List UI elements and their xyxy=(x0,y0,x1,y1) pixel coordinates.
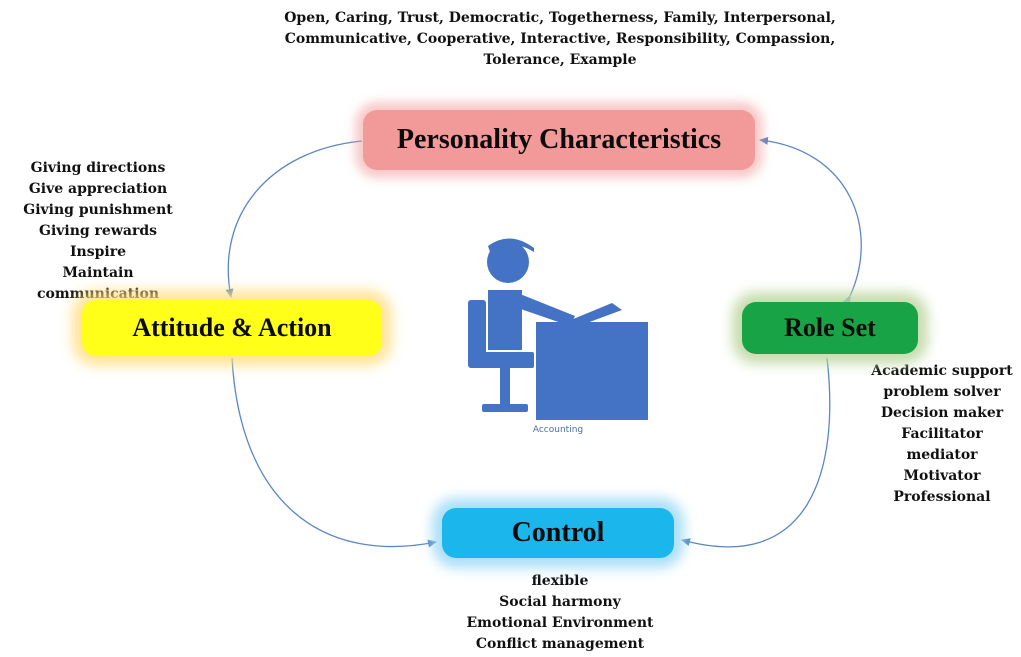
list-item: mediator xyxy=(906,447,978,463)
attribute-line: Tolerance, Example xyxy=(483,52,637,68)
arrow-personality-to-attitude xyxy=(225,140,363,298)
list-item: Maintain communication xyxy=(36,265,160,302)
list-item: Giving directions xyxy=(30,160,166,176)
role-set-node: Role Set xyxy=(742,302,918,354)
list-item: Give appreciation xyxy=(28,181,168,197)
list-item: problem solver xyxy=(883,384,1001,400)
control-node: Control xyxy=(442,508,674,558)
icon-caption: Accounting xyxy=(532,425,584,435)
list-item: Motivator xyxy=(903,468,981,484)
attribute-line: Open, Caring, Trust, Democratic, Togethe… xyxy=(284,10,836,26)
list-item: Giving rewards xyxy=(38,223,158,239)
accounting-person-at-desk-icon xyxy=(468,238,648,420)
list-item: Social harmony xyxy=(499,594,621,610)
control-items-list: flexible Social harmony Emotional Enviro… xyxy=(430,571,690,655)
role-items-list: Academic support problem solver Decision… xyxy=(864,361,1020,508)
list-item: Giving punishment xyxy=(23,202,173,218)
list-item: Facilitator xyxy=(901,426,983,442)
list-item: Academic support xyxy=(871,363,1013,379)
attribute-line: Communicative, Cooperative, Interactive,… xyxy=(284,31,836,47)
list-item: Decision maker xyxy=(880,405,1004,421)
arrow-attitude-to-control xyxy=(231,357,437,548)
personality-attributes-text: Open, Caring, Trust, Democratic, Togethe… xyxy=(230,8,890,71)
list-item: Inspire xyxy=(70,244,126,260)
list-item: flexible xyxy=(531,573,589,589)
attitude-action-node: Attitude & Action xyxy=(82,300,382,356)
arrow-personality-role xyxy=(759,136,862,305)
attitude-items-list: Giving directions Give appreciation Givi… xyxy=(0,158,196,305)
personality-characteristics-node: Personality Characteristics xyxy=(363,110,755,170)
list-item: Conflict management xyxy=(475,636,645,652)
arrow-role-to-control xyxy=(681,357,831,548)
list-item: Emotional Environment xyxy=(466,615,654,631)
list-item: Professional xyxy=(893,489,991,505)
